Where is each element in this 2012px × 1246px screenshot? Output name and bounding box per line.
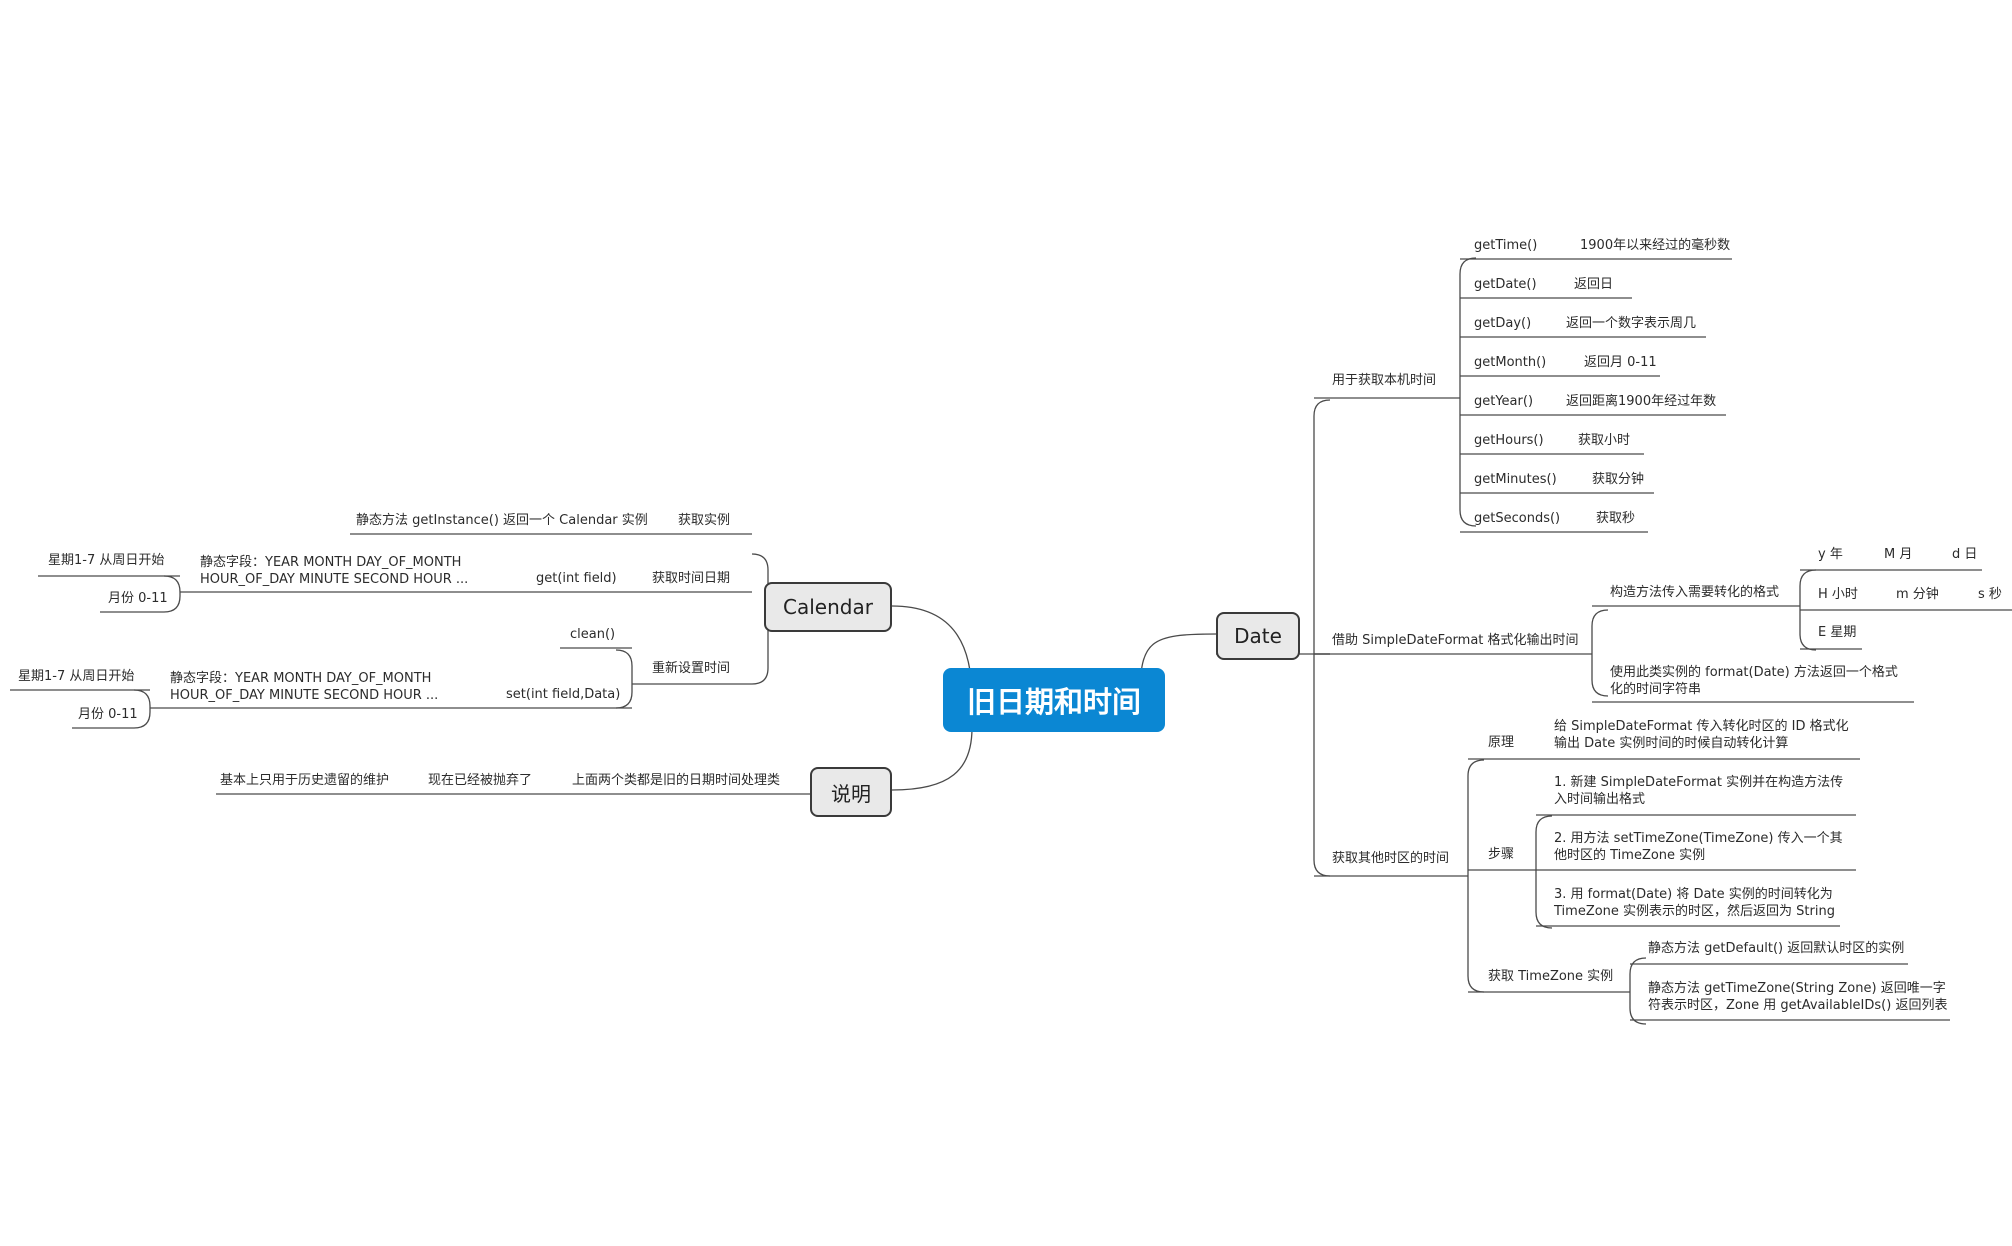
cal-reset-fields[interactable]: 静态字段：YEAR MONTH DAY_OF_MONTH HOUR_OF_DAY…: [170, 671, 439, 703]
sdf-format-s[interactable]: s 秒: [1978, 587, 2002, 602]
method-name[interactable]: getDate(): [1474, 277, 1537, 292]
cal-get-note-week[interactable]: 星期1-7 从周日开始: [48, 553, 165, 568]
method-name[interactable]: getHours(): [1474, 433, 1544, 448]
note-legacy[interactable]: 基本上只用于历史遗留的维护: [220, 773, 390, 788]
method-description[interactable]: 返回一个数字表示周几: [1566, 316, 1697, 331]
method-description[interactable]: 返回月 0-11: [1584, 355, 1657, 370]
tz-step-3[interactable]: 3. 用 format(Date) 将 Date 实例的时间转化为 TimeZo…: [1554, 887, 1835, 919]
tz-principle-label[interactable]: 原理: [1488, 735, 1515, 750]
cal-reset-note-month[interactable]: 月份 0-11: [78, 707, 138, 722]
cal-get-instance-label[interactable]: 获取实例: [678, 513, 731, 528]
tz-get-default[interactable]: 静态方法 getDefault() 返回默认时区的实例: [1648, 941, 1905, 956]
root-topic[interactable]: 旧日期和时间: [943, 668, 1165, 732]
cal-get-note-month[interactable]: 月份 0-11: [108, 591, 168, 606]
method-description[interactable]: 返回日: [1574, 277, 1614, 292]
tz-get-label[interactable]: 获取 TimeZone 实例: [1488, 969, 1614, 984]
method-name[interactable]: getMinutes(): [1474, 472, 1557, 487]
method-description[interactable]: 获取小时: [1578, 433, 1631, 448]
sdf-format-M[interactable]: M 月: [1884, 547, 1913, 562]
topic-shuoming[interactable]: 说明: [810, 767, 892, 817]
cal-get-date-label[interactable]: 获取时间日期: [652, 571, 731, 586]
method-name[interactable]: getDay(): [1474, 316, 1532, 331]
tz-get-timezone[interactable]: 静态方法 getTimeZone(String Zone) 返回唯一字符表示时区…: [1648, 981, 1948, 1013]
sdf-format-d[interactable]: d 日: [1952, 547, 1978, 562]
cal-reset-label[interactable]: 重新设置时间: [652, 661, 731, 676]
sdf-format-m[interactable]: m 分钟: [1896, 587, 1939, 602]
topic-date[interactable]: Date: [1216, 612, 1300, 660]
cal-reset-method[interactable]: set(int field,Data): [506, 687, 621, 702]
date-tz-label[interactable]: 获取其他时区的时间: [1332, 851, 1450, 866]
note-deprecated[interactable]: 现在已经被抛弃了: [428, 773, 533, 788]
method-description[interactable]: 获取秒: [1596, 511, 1636, 526]
tz-principle[interactable]: 给 SimpleDateFormat 传入转化时区的 ID 格式化输出 Date…: [1554, 719, 1849, 751]
tz-step-1[interactable]: 1. 新建 SimpleDateFormat 实例并在构造方法传入时间输出格式: [1554, 775, 1844, 807]
method-name[interactable]: getTime(): [1474, 238, 1538, 253]
cal-get-method[interactable]: get(int field): [536, 571, 617, 586]
topic-calendar[interactable]: Calendar: [764, 582, 892, 632]
sdf-format-y[interactable]: y 年: [1818, 547, 1843, 562]
sdf-format-E[interactable]: E 星期: [1818, 625, 1857, 640]
cal-reset-clean[interactable]: clean(): [570, 627, 616, 642]
cal-reset-note-week[interactable]: 星期1-7 从周日开始: [18, 669, 135, 684]
cal-get-instance-desc[interactable]: 静态方法 getInstance() 返回一个 Calendar 实例: [356, 513, 648, 528]
date-sdf-label[interactable]: 借助 SimpleDateFormat 格式化输出时间: [1332, 633, 1579, 648]
tz-step-2[interactable]: 2. 用方法 setTimeZone(TimeZone) 传入一个其他时区的 T…: [1554, 831, 1843, 863]
method-description[interactable]: 返回距离1900年经过年数: [1566, 394, 1717, 409]
sdf-format-method[interactable]: 使用此类实例的 format(Date) 方法返回一个格式化的时间字符串: [1610, 665, 1898, 697]
sdf-ctor[interactable]: 构造方法传入需要转化的格式: [1610, 585, 1780, 600]
method-name[interactable]: getYear(): [1474, 394, 1534, 409]
date-local-time-label[interactable]: 用于获取本机时间: [1332, 373, 1437, 388]
method-name[interactable]: getMonth(): [1474, 355, 1547, 370]
method-name[interactable]: getSeconds(): [1474, 511, 1561, 526]
note-old-classes[interactable]: 上面两个类都是旧的日期时间处理类: [572, 773, 781, 788]
sdf-format-H[interactable]: H 小时: [1818, 587, 1858, 602]
cal-get-fields[interactable]: 静态字段：YEAR MONTH DAY_OF_MONTH HOUR_OF_DAY…: [200, 555, 469, 587]
tz-steps-label[interactable]: 步骤: [1488, 847, 1515, 862]
method-description[interactable]: 获取分钟: [1592, 472, 1645, 487]
method-description[interactable]: 1900年以来经过的毫秒数: [1580, 238, 1731, 253]
